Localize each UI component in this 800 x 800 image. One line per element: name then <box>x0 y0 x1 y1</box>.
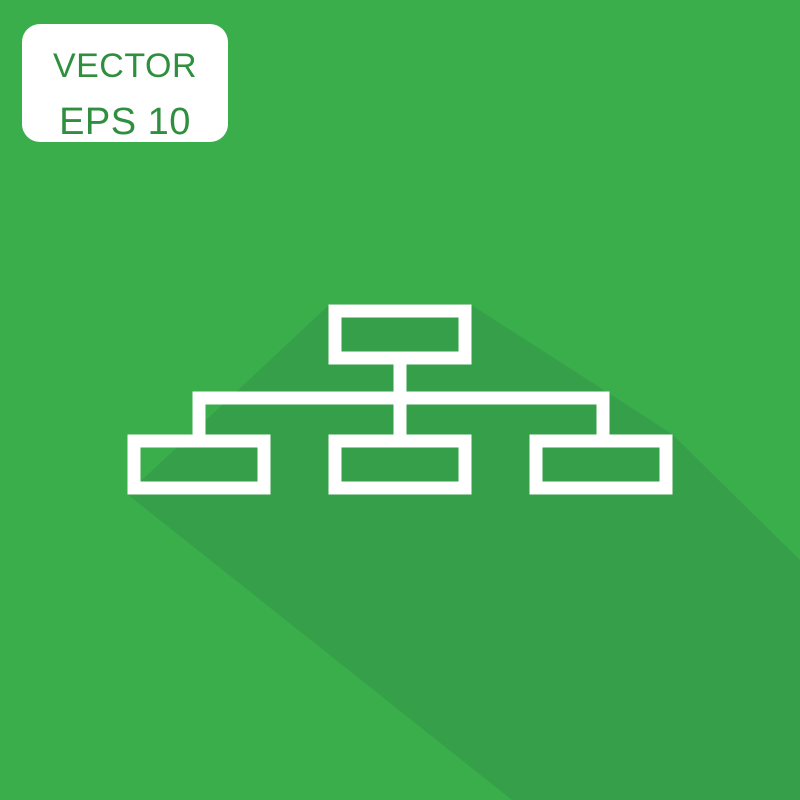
long-shadow <box>127 304 800 800</box>
badge-line-vector: VECTOR <box>52 47 198 85</box>
center-node-box <box>328 434 472 495</box>
badge-line-eps: EPS 10 <box>59 101 191 143</box>
left-node-box <box>127 434 271 495</box>
hierarchy-diagram-icon <box>127 304 673 495</box>
right-node-box <box>529 434 673 495</box>
vector-eps-badge: VECTOR EPS 10 <box>22 24 228 142</box>
